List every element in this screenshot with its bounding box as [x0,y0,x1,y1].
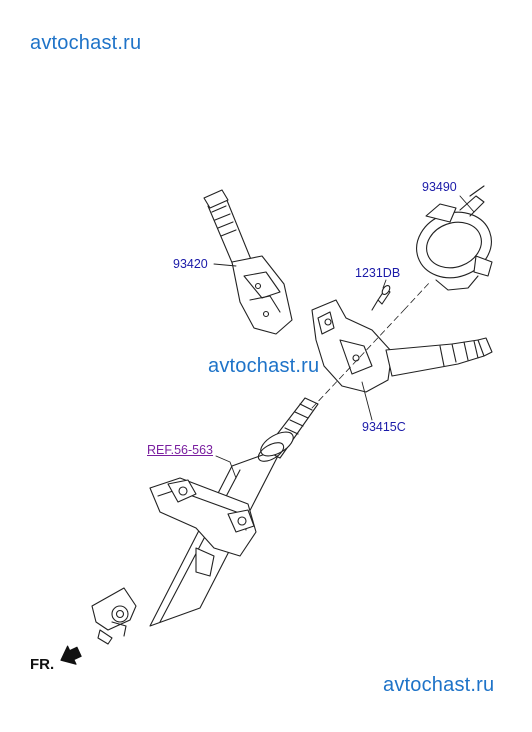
watermark-middle: avtochast.ru [208,355,320,377]
left-switch [203,189,293,335]
clock-spring [416,185,493,291]
steering-column [91,397,319,645]
part-label-1231db[interactable]: 1231DB [355,266,401,280]
part-label-93420[interactable]: 93420 [173,257,208,271]
part-label-93490[interactable]: 93490 [422,180,457,194]
part-label-93415c[interactable]: 93415C [362,420,406,434]
center-axis-line [311,281,431,409]
watermark-bottom: avtochast.ru [383,674,495,696]
multifunction-switch-body [311,299,493,393]
leader-lines [213,195,475,479]
front-direction-label: FR. [30,656,55,673]
screw [371,285,391,311]
watermark-top: avtochast.ru [30,32,142,54]
reference-link[interactable]: REF.56-563 [147,443,214,457]
front-arrow-icon [60,645,82,665]
